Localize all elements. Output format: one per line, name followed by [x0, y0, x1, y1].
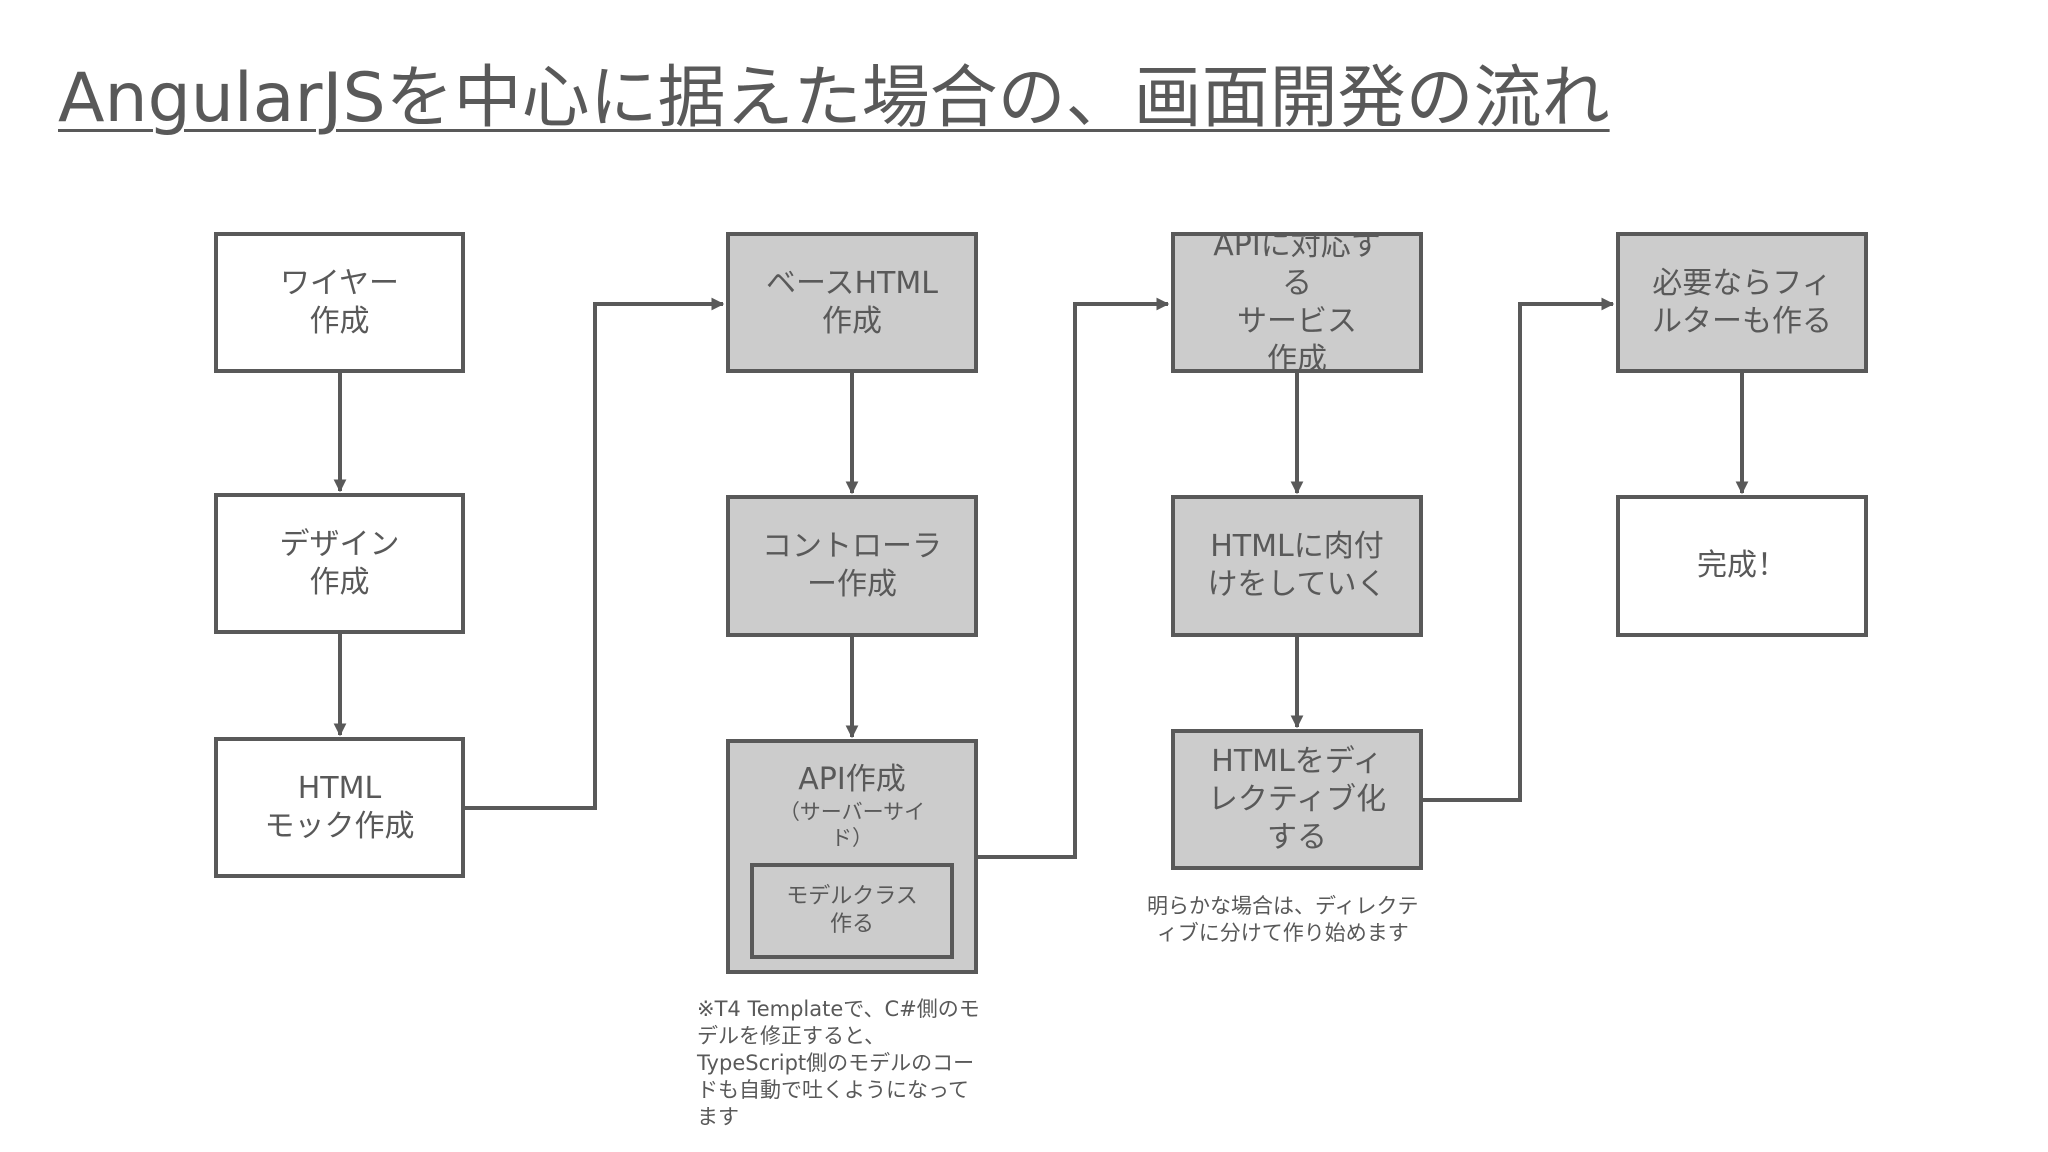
- step-label: 作成: [309, 303, 370, 339]
- step-label: HTMLに肉付: [1210, 529, 1384, 564]
- step-api: API作成 （サーバーサイ ド） モデルクラス 作る: [726, 739, 978, 974]
- step-api-service: APIに対応す る サービス 作成: [1171, 232, 1423, 373]
- step-label: HTMLをディ: [1211, 743, 1383, 779]
- step-label: HTML: [297, 770, 382, 806]
- step-controller: コントローラ ー作成: [726, 495, 978, 637]
- api-title: API作成: [798, 762, 906, 797]
- step-directive: HTMLをディ レクティブ化 する: [1171, 729, 1423, 870]
- step-label: 作成: [1267, 341, 1327, 373]
- step-label: ー作成: [807, 567, 897, 602]
- note-line: デルを修正すると、: [697, 1024, 886, 1048]
- step-label: コントローラ: [762, 529, 942, 564]
- step-label: 作成: [822, 303, 882, 339]
- note-directive: 明らかな場合は、ディレクテ ィブに分けて作り始めます: [1147, 893, 1419, 947]
- arrow-api-to-service: [978, 297, 1170, 859]
- step-label: 必要ならフィ: [1652, 265, 1832, 301]
- step-label: けをしていく: [1207, 567, 1387, 602]
- step-label: ワイヤー: [279, 265, 400, 301]
- step-filter: 必要ならフィ ルターも作る: [1616, 232, 1868, 373]
- step-html-mock: HTML モック作成: [214, 737, 465, 878]
- step-label: ベースHTML: [766, 265, 938, 301]
- step-complete: 完成！: [1616, 495, 1868, 637]
- step-label: モック作成: [264, 808, 415, 844]
- step-label: ルターも作る: [1652, 303, 1832, 339]
- note-line: TypeScript側のモデルのコー: [697, 1051, 975, 1075]
- note-line: ※T4 Templateで、C#側のモ: [697, 997, 980, 1021]
- step-base-html: ベースHTML 作成: [726, 232, 978, 373]
- arrow-directive-to-filter: [1423, 297, 1615, 802]
- step-label: 作る: [829, 912, 874, 937]
- note-t4-template: ※T4 Templateで、C#側のモ デルを修正すると、 TypeScript…: [697, 996, 980, 1131]
- step-label: る: [1282, 265, 1312, 301]
- step-label: する: [1267, 819, 1327, 855]
- api-subtitle: （サーバーサイ: [778, 800, 926, 824]
- note-line: ィブに分けて作り始めます: [1156, 921, 1409, 945]
- step-label: モデルクラス: [786, 884, 918, 909]
- note-line: ドも自動で吐くようになって: [697, 1078, 969, 1102]
- api-subtitle: ド）: [831, 826, 873, 850]
- step-label: 完成！: [1697, 548, 1787, 583]
- step-wireframe: ワイヤー 作成: [214, 232, 465, 373]
- step-design: デザイン 作成: [214, 493, 465, 634]
- note-line: 明らかな場合は、ディレクテ: [1147, 894, 1419, 918]
- arrow-mock-to-base-html: [465, 297, 725, 810]
- step-label: 作成: [309, 564, 370, 600]
- step-model-class: モデルクラス 作る: [750, 863, 954, 959]
- page-title: AngularJSを中心に据えた場合の、画面開発の流れ: [58, 59, 1610, 138]
- step-label: APIに対応す: [1213, 232, 1381, 263]
- step-flesh-out-html: HTMLに肉付 けをしていく: [1171, 495, 1423, 637]
- step-label: デザイン: [279, 526, 400, 562]
- step-label: サービス: [1237, 303, 1357, 339]
- step-label: レクティブ化: [1207, 781, 1387, 817]
- note-line: ます: [697, 1105, 739, 1129]
